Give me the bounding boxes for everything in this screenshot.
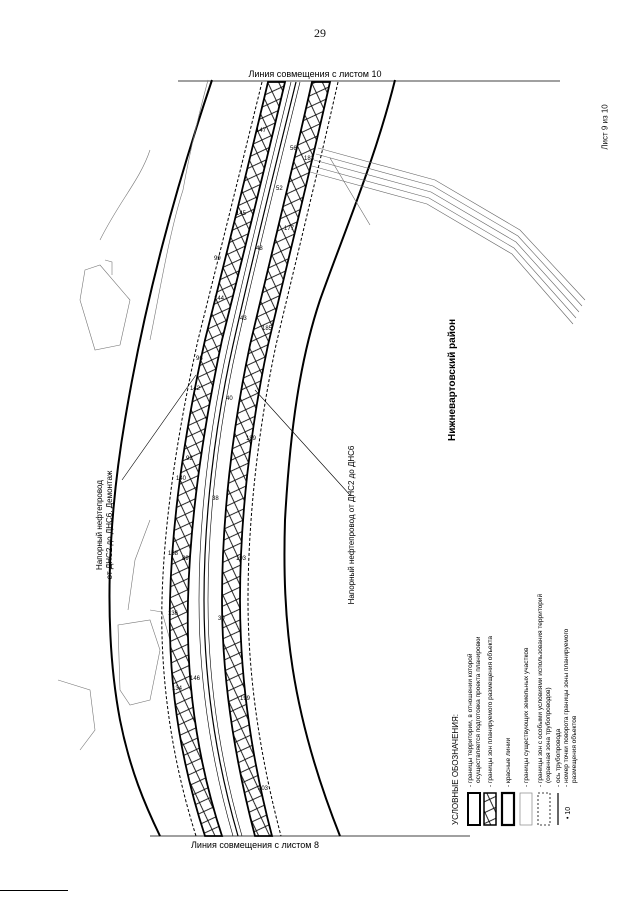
svg-text:Нижневартовский район: Нижневартовский район (447, 319, 458, 441)
point-label: 140 (176, 476, 187, 482)
callout-line-main (254, 389, 351, 496)
point-label: 40 (226, 396, 233, 402)
point-label: 48 (256, 246, 263, 252)
legend-text-3: - красные линии (505, 737, 512, 787)
legend-symbol-point: • 10 (565, 807, 572, 819)
outer-boundary-left (108, 79, 213, 837)
svg-text:Линия совмещения с листом 10: Линия совмещения с листом 10 (249, 69, 382, 79)
legend-text-7a: - номер точки поворота границы зоны план… (563, 628, 570, 787)
legend-text-4: - границы существующих земельных участко… (523, 647, 530, 787)
point-label: 52 (276, 186, 283, 192)
legend-symbol-crosshatch (483, 792, 497, 826)
point-label: 39 (218, 616, 225, 622)
match-line-top: Линия совмещения с листом 10 (178, 69, 560, 82)
legend-symbol-thick (467, 792, 481, 826)
point-label: 142 (190, 386, 201, 392)
legend-text-6: - ось трубопровода (554, 728, 562, 787)
point-label: 92 (186, 456, 193, 462)
legend-text-1a: - границы территории, в отношении которо… (466, 653, 474, 787)
svg-text:Напорный нефтепровод от ДНС2 д: Напорный нефтепровод от ДНС2 до ДНС6 (347, 445, 356, 604)
planned-zone-right (221, 81, 332, 837)
point-label: 99 (214, 256, 221, 262)
point-label: 145 (236, 211, 247, 217)
legend-text-5a: - границы зон с особыми условиями исполь… (536, 594, 544, 787)
point-label: 38 (212, 496, 219, 502)
turn-point-labels: 147 145 144 142 140 138 136 134 99 96 92… (168, 128, 315, 792)
svg-text:Напорный нефтепровод: Напорный нефтепровод (95, 480, 104, 570)
svg-text:от ДНС2 до ДНС6. Демонтаж: от ДНС2 до ДНС6. Демонтаж (105, 470, 114, 579)
point-label: 56 (290, 146, 297, 152)
label-pipeline-demontazh: Напорный нефтепровод от ДНС2 до ДНС6. Де… (95, 470, 114, 579)
bottom-rule (0, 890, 68, 891)
point-label: 138 (168, 551, 179, 557)
svg-text:Линия совмещения с листом 8: Линия совмещения с листом 8 (191, 840, 319, 850)
legend-text-1b: осуществляется подготовка проекта планир… (475, 636, 482, 783)
point-label: 43 (240, 316, 247, 322)
point-label: 89 (182, 556, 189, 562)
legend-text-7b: размещения объектов (570, 715, 578, 783)
legend-text-5b: (охранная зона трубопроводов) (544, 687, 552, 783)
match-line-bottom: Линия совмещения с листом 8 (150, 835, 470, 850)
point-label: 134 (172, 686, 183, 692)
label-pipeline-main: Напорный нефтепровод от ДНС2 до ДНС6 (347, 445, 356, 604)
point-label: 177 (284, 226, 295, 232)
callout-line-demontazh (121, 374, 197, 481)
point-label: 193 (236, 556, 247, 562)
planned-zone-left (168, 81, 287, 837)
pipeline-axes (198, 81, 301, 837)
page-number: 29 (314, 26, 326, 40)
protection-zone (161, 81, 339, 837)
outer-boundary-right (283, 79, 396, 837)
legend-symbol-thin (519, 792, 533, 826)
point-label: 147 (256, 128, 267, 134)
district-label: Нижневартовский район (447, 319, 458, 441)
legend-symbol-red-line (500, 791, 516, 827)
point-label: 189 (246, 436, 257, 442)
point-label: 96 (196, 356, 203, 362)
legend-title: УСЛОВНЫЕ ОБОЗНАЧЕНИЯ: (451, 714, 460, 825)
legend-text-2: - границы зон планируемого размещения об… (486, 636, 494, 787)
crossing-lines (309, 147, 586, 325)
point-label: 136 (168, 611, 179, 617)
point-label: 199 (240, 696, 251, 702)
point-label: 203 (258, 786, 269, 792)
point-label: 185 (262, 326, 273, 332)
point-label: 183 (304, 156, 315, 162)
point-label: 146 (190, 676, 201, 682)
point-label: 144 (214, 296, 225, 302)
legend-symbol-dotted (537, 792, 551, 826)
legend: УСЛОВНЫЕ ОБОЗНАЧЕНИЯ: - границы территор… (451, 594, 578, 827)
